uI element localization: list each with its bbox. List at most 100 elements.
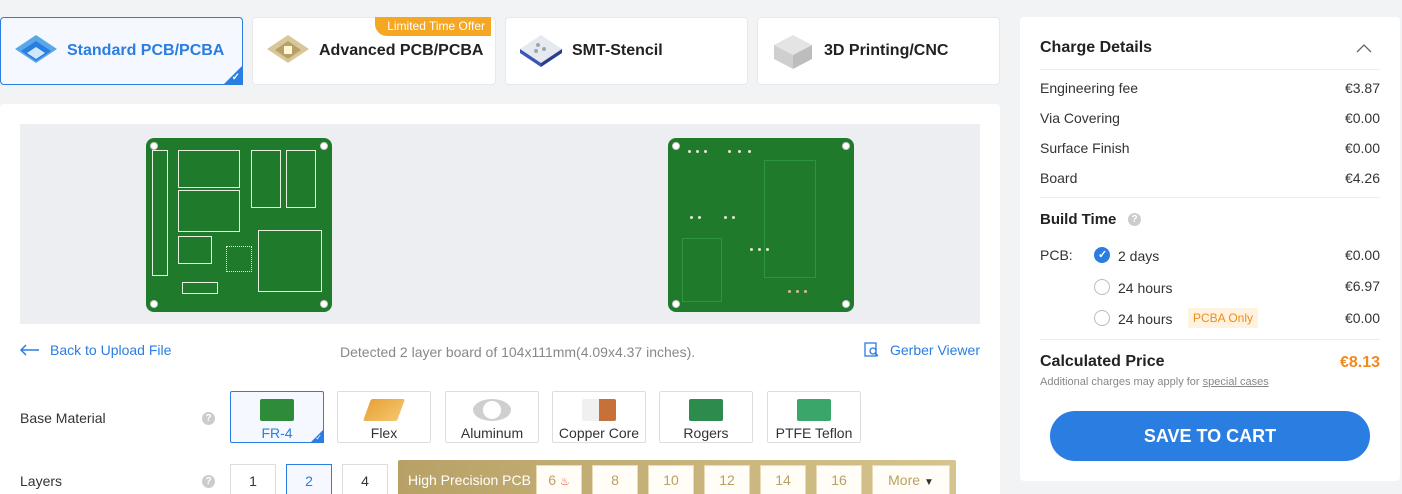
layer-option-4[interactable]: 4 xyxy=(342,464,388,494)
material-label: Rogers xyxy=(683,425,729,441)
gerber-label: Gerber Viewer xyxy=(889,342,980,358)
fee-value: €0.00 xyxy=(1344,140,1380,156)
material-label: FR-4 xyxy=(261,425,293,441)
build-option-radio[interactable] xyxy=(1094,279,1110,295)
layer-option-6[interactable]: 6 ♨ xyxy=(536,465,582,494)
build-time-title: Build Time xyxy=(1040,211,1117,228)
help-icon[interactable]: ? xyxy=(1128,213,1141,226)
tab-label: Advanced PCB/PCBA xyxy=(319,42,484,59)
chip-gold-icon xyxy=(265,28,311,74)
save-to-cart-button[interactable]: SAVE TO CART xyxy=(1050,411,1370,461)
stencil-icon xyxy=(518,28,564,74)
divider xyxy=(1040,197,1380,198)
rogers-thumb-icon xyxy=(689,399,723,421)
copper-thumb-icon xyxy=(582,399,616,421)
tab-3d-printing[interactable]: 3D Printing/CNC xyxy=(757,17,1000,85)
note-text: Additional charges may apply for xyxy=(1040,376,1200,388)
fr4-thumb-icon xyxy=(260,399,294,421)
main-panel: Back to Upload File Detected 2 layer boa… xyxy=(0,104,1000,494)
back-label: Back to Upload File xyxy=(50,342,172,358)
build-option-price: €0.00 xyxy=(1344,310,1380,326)
build-option-radio[interactable] xyxy=(1094,310,1110,326)
material-flex[interactable]: Flex xyxy=(337,391,431,443)
charge-details-panel: Charge Details Engineering fee €3.87 Via … xyxy=(1020,17,1400,481)
material-fr4[interactable]: FR-4 ✓ xyxy=(230,391,324,443)
fee-value: €4.26 xyxy=(1344,170,1380,186)
detected-board-info: Detected 2 layer board of 104x111mm(4.09… xyxy=(340,344,696,360)
fee-value: €0.00 xyxy=(1344,110,1380,126)
fee-label: Engineering fee xyxy=(1040,80,1139,96)
base-material-label: Base Material xyxy=(20,410,106,426)
high-precision-label: High Precision PCB xyxy=(408,472,531,488)
layers-label: Layers xyxy=(20,473,63,489)
fee-label: Surface Finish xyxy=(1040,140,1130,156)
board-top-view xyxy=(146,138,332,312)
layer-option-1[interactable]: 1 xyxy=(230,464,276,494)
magnifier-doc-icon xyxy=(864,342,879,357)
limited-offer-badge: Limited Time Offer xyxy=(375,17,491,36)
aluminum-thumb-icon xyxy=(473,399,511,421)
tab-label: SMT-Stencil xyxy=(572,42,663,59)
board-bottom-view xyxy=(668,138,854,312)
cube-3d-icon xyxy=(770,28,816,74)
pcb-stack-icon xyxy=(13,28,59,74)
material-label: Flex xyxy=(370,425,398,441)
build-option-label: 2 days xyxy=(1118,248,1160,264)
pcb-label: PCB: xyxy=(1040,247,1073,263)
arrow-left-icon xyxy=(20,344,39,356)
material-label: PTFE Teflon xyxy=(775,425,853,441)
layer-option-12[interactable]: 12 xyxy=(704,465,750,494)
fee-row: Engineering fee €3.87 xyxy=(1040,80,1380,96)
tab-label: Standard PCB/PCBA xyxy=(67,42,225,59)
help-icon[interactable]: ? xyxy=(202,475,215,488)
calculated-price-value: €8.13 xyxy=(1339,354,1380,371)
gerber-viewer-link[interactable]: Gerber Viewer xyxy=(864,342,980,358)
more-label: More xyxy=(888,472,921,488)
layer-option-8[interactable]: 8 xyxy=(592,465,638,494)
material-label: Copper Core xyxy=(558,425,640,441)
special-cases-link[interactable]: special cases xyxy=(1202,376,1269,388)
charge-details-title: Charge Details xyxy=(1040,39,1153,56)
build-option-price: €6.97 xyxy=(1344,278,1380,294)
layer-option-16[interactable]: 16 xyxy=(816,465,862,494)
build-option-price: €0.00 xyxy=(1344,247,1380,263)
flex-thumb-icon xyxy=(362,399,406,421)
build-option-label: 24 hours xyxy=(1118,311,1173,327)
fee-row: Surface Finish €0.00 xyxy=(1040,140,1380,156)
fee-row: Board €4.26 xyxy=(1040,170,1380,186)
back-to-upload-link[interactable]: Back to Upload File xyxy=(20,342,171,358)
preview-toolbar: Back to Upload File Detected 2 layer boa… xyxy=(20,342,980,362)
calculated-price-label: Calculated Price xyxy=(1040,353,1165,370)
tab-label: 3D Printing/CNC xyxy=(824,42,949,59)
tab-standard-pcb[interactable]: Standard PCB/PCBA ✓ xyxy=(0,17,243,85)
material-ptfe-teflon[interactable]: PTFE Teflon xyxy=(767,391,861,443)
gerber-preview xyxy=(20,124,980,324)
layer-option-10[interactable]: 10 xyxy=(648,465,694,494)
more-layers-dropdown[interactable]: More ▼ xyxy=(872,465,950,494)
divider xyxy=(1040,69,1380,70)
fee-row: Via Covering €0.00 xyxy=(1040,110,1380,126)
ptfe-thumb-icon xyxy=(797,399,831,421)
tab-advanced-pcb[interactable]: Advanced PCB/PCBA Limited Time Offer xyxy=(252,17,496,85)
chevron-up-icon[interactable] xyxy=(1356,43,1372,53)
caret-down-icon: ▼ xyxy=(923,477,934,488)
fire-icon: ♨ xyxy=(559,476,570,488)
selected-corner xyxy=(223,65,243,85)
build-option-radio[interactable] xyxy=(1094,247,1110,263)
material-copper-core[interactable]: Copper Core xyxy=(552,391,646,443)
tab-smt-stencil[interactable]: SMT-Stencil xyxy=(505,17,748,85)
fee-value: €3.87 xyxy=(1344,80,1380,96)
layer-option-14[interactable]: 14 xyxy=(760,465,806,494)
layer-option-2[interactable]: 2 xyxy=(286,464,332,494)
check-icon: ✓ xyxy=(315,433,322,442)
check-icon: ✓ xyxy=(231,72,240,83)
material-aluminum[interactable]: Aluminum xyxy=(445,391,539,443)
help-icon[interactable]: ? xyxy=(202,412,215,425)
fee-label: Via Covering xyxy=(1040,110,1120,126)
additional-charges-note: Additional charges may apply for special… xyxy=(1040,376,1269,388)
material-rogers[interactable]: Rogers xyxy=(659,391,753,443)
build-option-label: 24 hours xyxy=(1118,280,1173,296)
divider xyxy=(1040,339,1380,340)
high-precision-group: High Precision PCB 6 ♨ 8 10 12 14 16 Mor… xyxy=(398,460,956,494)
fee-label: Board xyxy=(1040,170,1078,186)
